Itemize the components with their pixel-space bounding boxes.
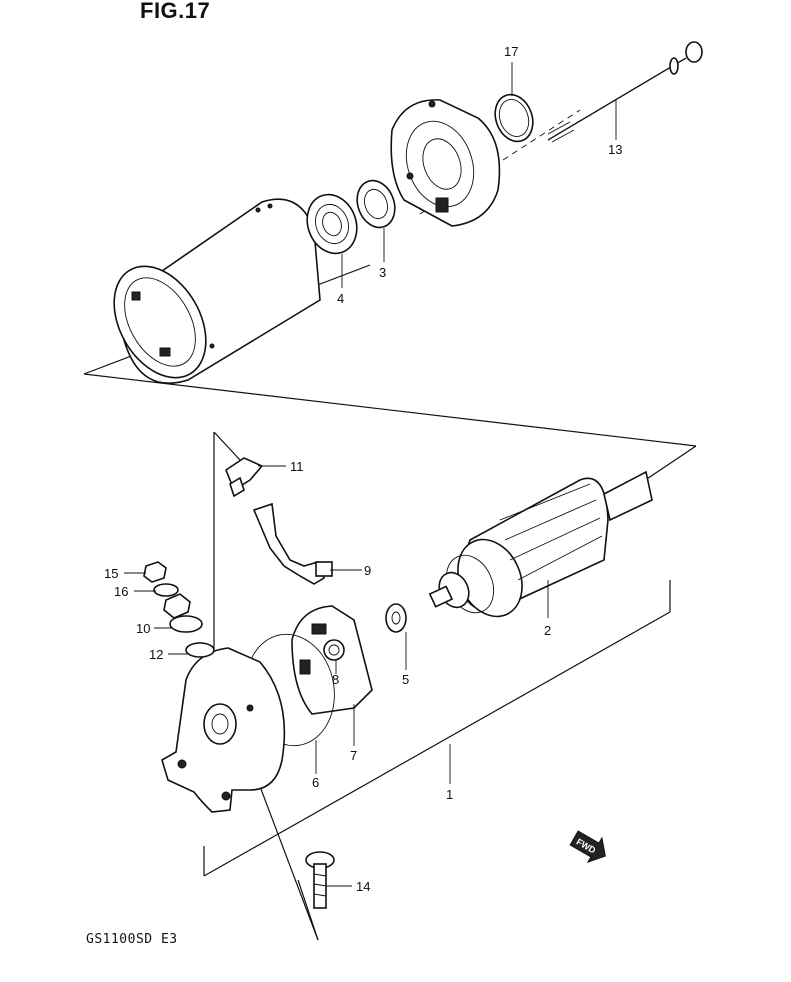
callout-2: 2 (544, 623, 551, 638)
callout-14: 14 (356, 879, 370, 894)
screw-14 (305, 851, 335, 909)
callout-7: 7 (350, 748, 357, 763)
callout-16: 16 (114, 584, 128, 599)
callout-15: 15 (104, 566, 118, 581)
front-bracket (390, 99, 501, 227)
washer-5 (385, 603, 407, 633)
callout-3: 3 (379, 265, 386, 280)
o-ring-17 (494, 93, 534, 143)
callout-labels: 1 2 3 4 5 6 7 8 9 10 11 12 13 14 15 16 1… (104, 44, 622, 894)
bearing-4 (306, 193, 358, 255)
washer-16 (153, 583, 179, 597)
callout-1: 1 (446, 787, 453, 802)
yoke-housing (113, 198, 321, 384)
oil-seal-3 (356, 179, 396, 229)
washer-12 (185, 642, 215, 658)
nut-15 (143, 561, 167, 583)
fwd-direction-badge: FWD (569, 830, 606, 864)
model-code: GS1100SD E3 (86, 932, 178, 947)
callout-8: 8 (332, 672, 339, 687)
brush-holder-plate (291, 605, 373, 715)
through-bolt-13 (547, 41, 703, 143)
callout-12: 12 (149, 647, 163, 662)
terminal-11 (225, 457, 264, 498)
armature (428, 470, 653, 618)
brush-lead-9 (252, 502, 333, 585)
callout-5: 5 (402, 672, 409, 687)
callout-13: 13 (608, 142, 622, 157)
callout-17: 17 (504, 44, 518, 59)
callout-10: 10 (136, 621, 150, 636)
callout-4: 4 (337, 291, 344, 306)
callout-11: 11 (290, 459, 304, 474)
leader-lines (124, 62, 617, 887)
callout-6: 6 (312, 775, 319, 790)
fig-title: FIG.17 (140, 0, 211, 23)
callout-9: 9 (364, 563, 371, 578)
rear-housing (161, 647, 286, 813)
nut-10 (163, 593, 203, 633)
